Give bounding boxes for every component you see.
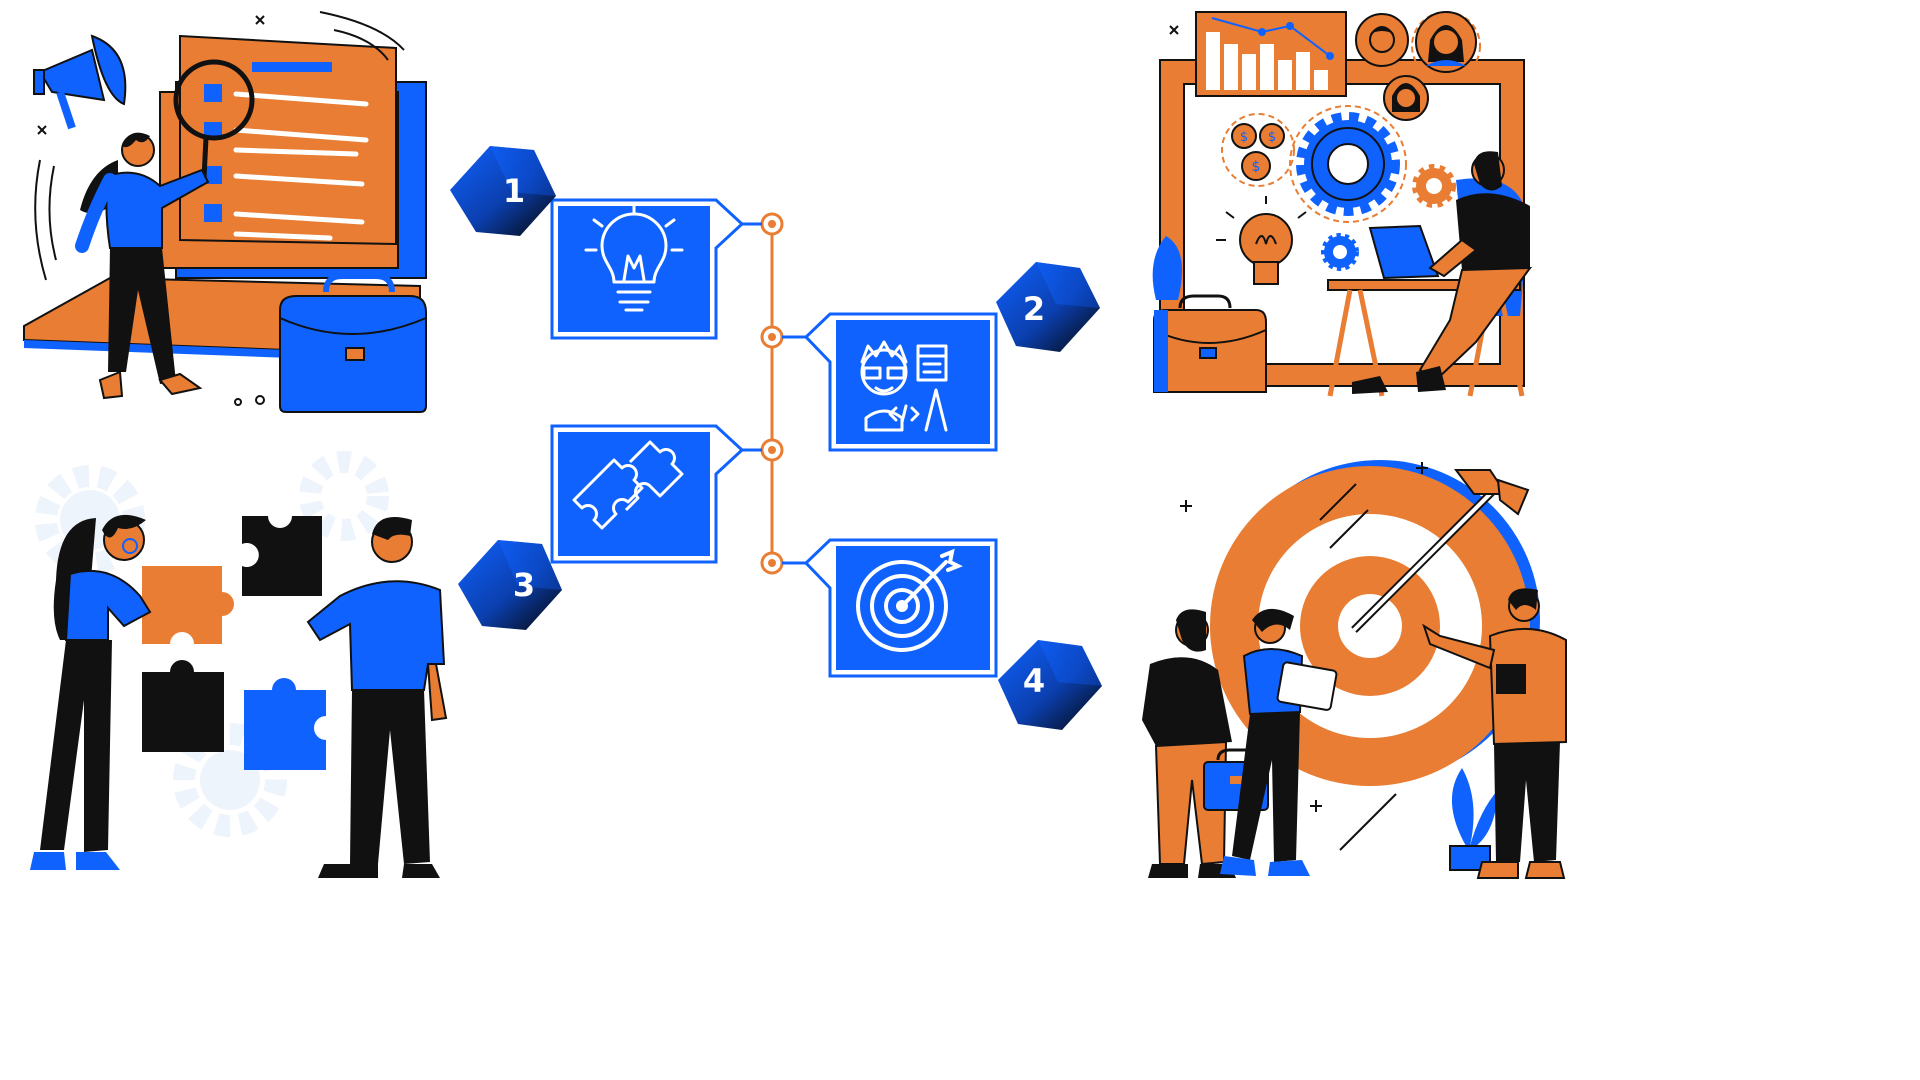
callout-box-1: [550, 198, 745, 340]
timeline-connector: [740, 212, 806, 575]
callout-box-2: [803, 312, 998, 452]
puzzle-icon: [572, 440, 684, 530]
orange-briefcase-icon: [1153, 294, 1267, 393]
checklist-rows: [204, 84, 369, 241]
presenter-man-figure: [1422, 588, 1567, 879]
briefcase-icon: [279, 273, 427, 413]
woman-with-glasses-figure: [30, 514, 152, 870]
step-cube-1: 1: [450, 146, 556, 236]
bearded-man-figure: [1142, 609, 1236, 878]
magnifier-icon: [173, 59, 255, 179]
man-at-desk-figure: [1327, 151, 1533, 397]
dart-arrow-icon: [1351, 469, 1530, 633]
illustration-target-team: [1142, 460, 1567, 879]
coder-icon: [860, 340, 948, 432]
coins-icon: $ $ $: [1221, 113, 1295, 187]
plant-icon: [1449, 768, 1498, 871]
woman-with-tablet-figure: [1220, 608, 1338, 876]
illustration-checklist: [23, 11, 427, 413]
gear-icon: [1289, 105, 1407, 223]
lightbulb-icon: [584, 204, 684, 312]
timeline-node-4: [760, 551, 784, 575]
process-diagram: 1 2 3 4: [23, 11, 1567, 879]
timeline-node-2: [760, 325, 784, 349]
man-figure: [306, 517, 448, 878]
puzzle-piece-blue: [244, 678, 326, 770]
step-number-4: 4: [1023, 662, 1045, 700]
svg-text:$: $: [1240, 130, 1248, 145]
svg-text:$: $: [1252, 159, 1261, 175]
step-cube-2: 2: [996, 262, 1100, 352]
step-cube-3: 3: [458, 540, 562, 630]
small-gear-icon: [1321, 164, 1456, 271]
puzzle-piece-orange: [142, 566, 234, 644]
step-number-1: 1: [503, 172, 525, 210]
timeline-node-3: [760, 438, 784, 462]
callout-box-4: [803, 538, 998, 678]
step-number-3: 3: [513, 566, 535, 604]
step-cube-4: 4: [998, 640, 1102, 730]
woman-figure: [75, 132, 210, 400]
target-icon: [856, 548, 963, 652]
callout-box-3: [550, 424, 745, 564]
puzzle-piece-black-bottom: [142, 660, 224, 752]
illustration-presentation: $ $ $: [1152, 11, 1533, 397]
svg-text:$: $: [1268, 130, 1276, 145]
avatar-group: [1355, 11, 1481, 121]
idea-bulb-icon: [1216, 196, 1307, 285]
illustration-puzzle-team: [30, 451, 448, 878]
step-number-2: 2: [1023, 290, 1045, 328]
puzzle-piece-black-top: [242, 516, 322, 596]
bar-chart-panel: [1195, 11, 1347, 97]
timeline-node-1: [760, 212, 784, 236]
megaphone-icon: [33, 34, 127, 130]
